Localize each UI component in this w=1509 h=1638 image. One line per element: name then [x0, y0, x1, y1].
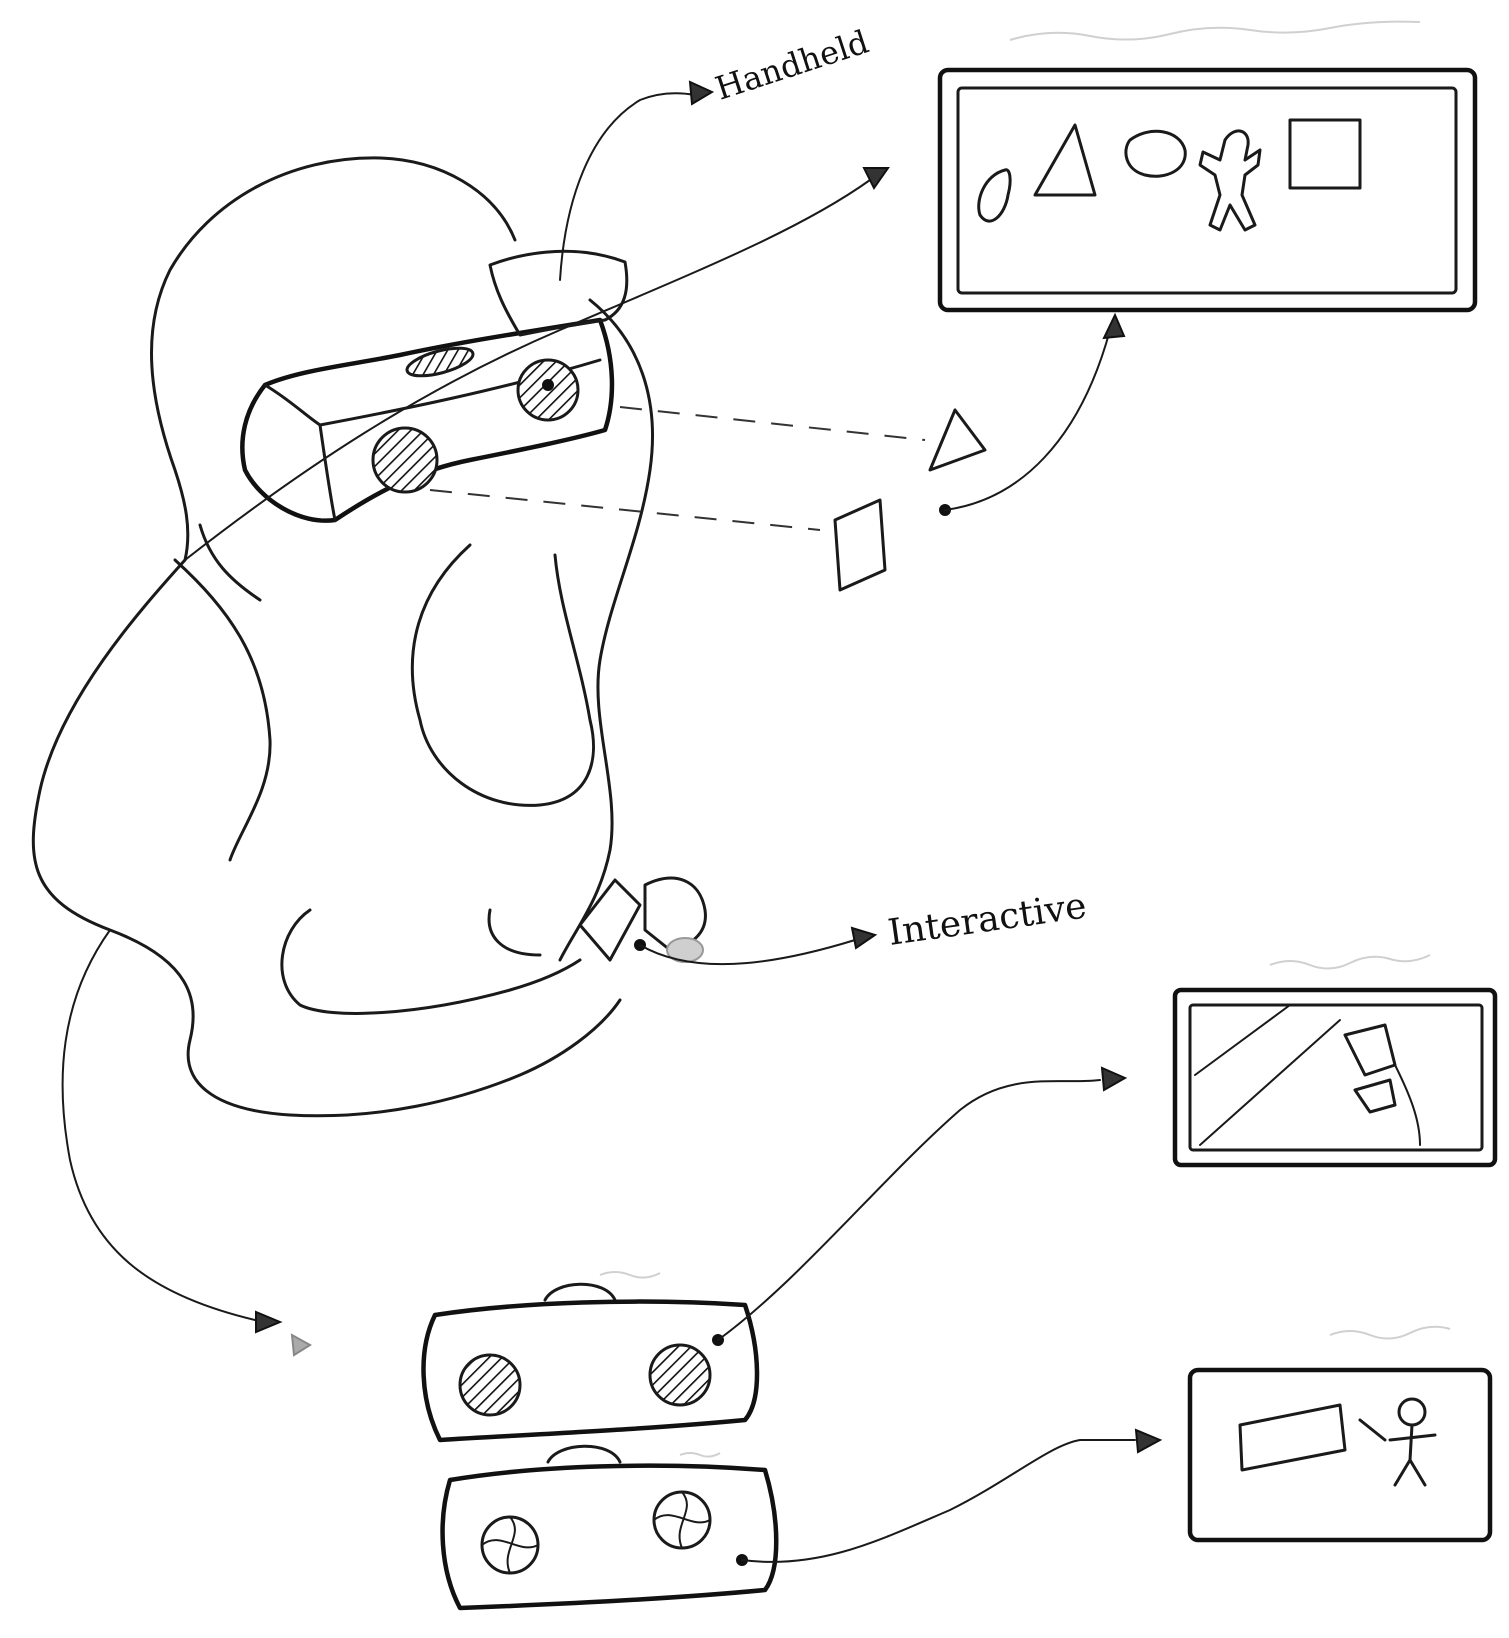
blob-icon — [1126, 131, 1185, 176]
faint-scribble-mid — [600, 1272, 660, 1278]
interactive-label: Interactive — [886, 886, 1089, 954]
triangle-icon — [1035, 125, 1095, 195]
faint-scribble-bottom — [1330, 1327, 1450, 1339]
square-icon — [1290, 120, 1360, 188]
hatched-lens-left-icon — [460, 1355, 520, 1415]
swirl-lens-right-icon — [654, 1492, 710, 1548]
headset-on-head — [242, 251, 626, 520]
headset-hatched-lenses — [424, 1284, 758, 1440]
faint-header-scribble — [1010, 22, 1420, 40]
faint-scribble-game — [1270, 955, 1430, 969]
screen-game-panel — [1175, 990, 1495, 1165]
figure-icon — [1200, 131, 1260, 230]
swirl-lens-left-icon — [482, 1517, 538, 1573]
handheld-label: Handheld — [711, 23, 873, 108]
hatched-lens-right-icon — [650, 1345, 710, 1405]
faint-scribble-small — [680, 1453, 720, 1457]
headset-swirl-lenses — [443, 1446, 777, 1608]
projected-shapes — [430, 407, 985, 590]
screen-shapes-panel — [940, 70, 1475, 310]
person-silhouette — [33, 158, 652, 1116]
left-lens-icon — [373, 428, 437, 492]
stick-figure-icon — [1399, 1399, 1425, 1425]
screen-video-panel — [1190, 1370, 1490, 1540]
